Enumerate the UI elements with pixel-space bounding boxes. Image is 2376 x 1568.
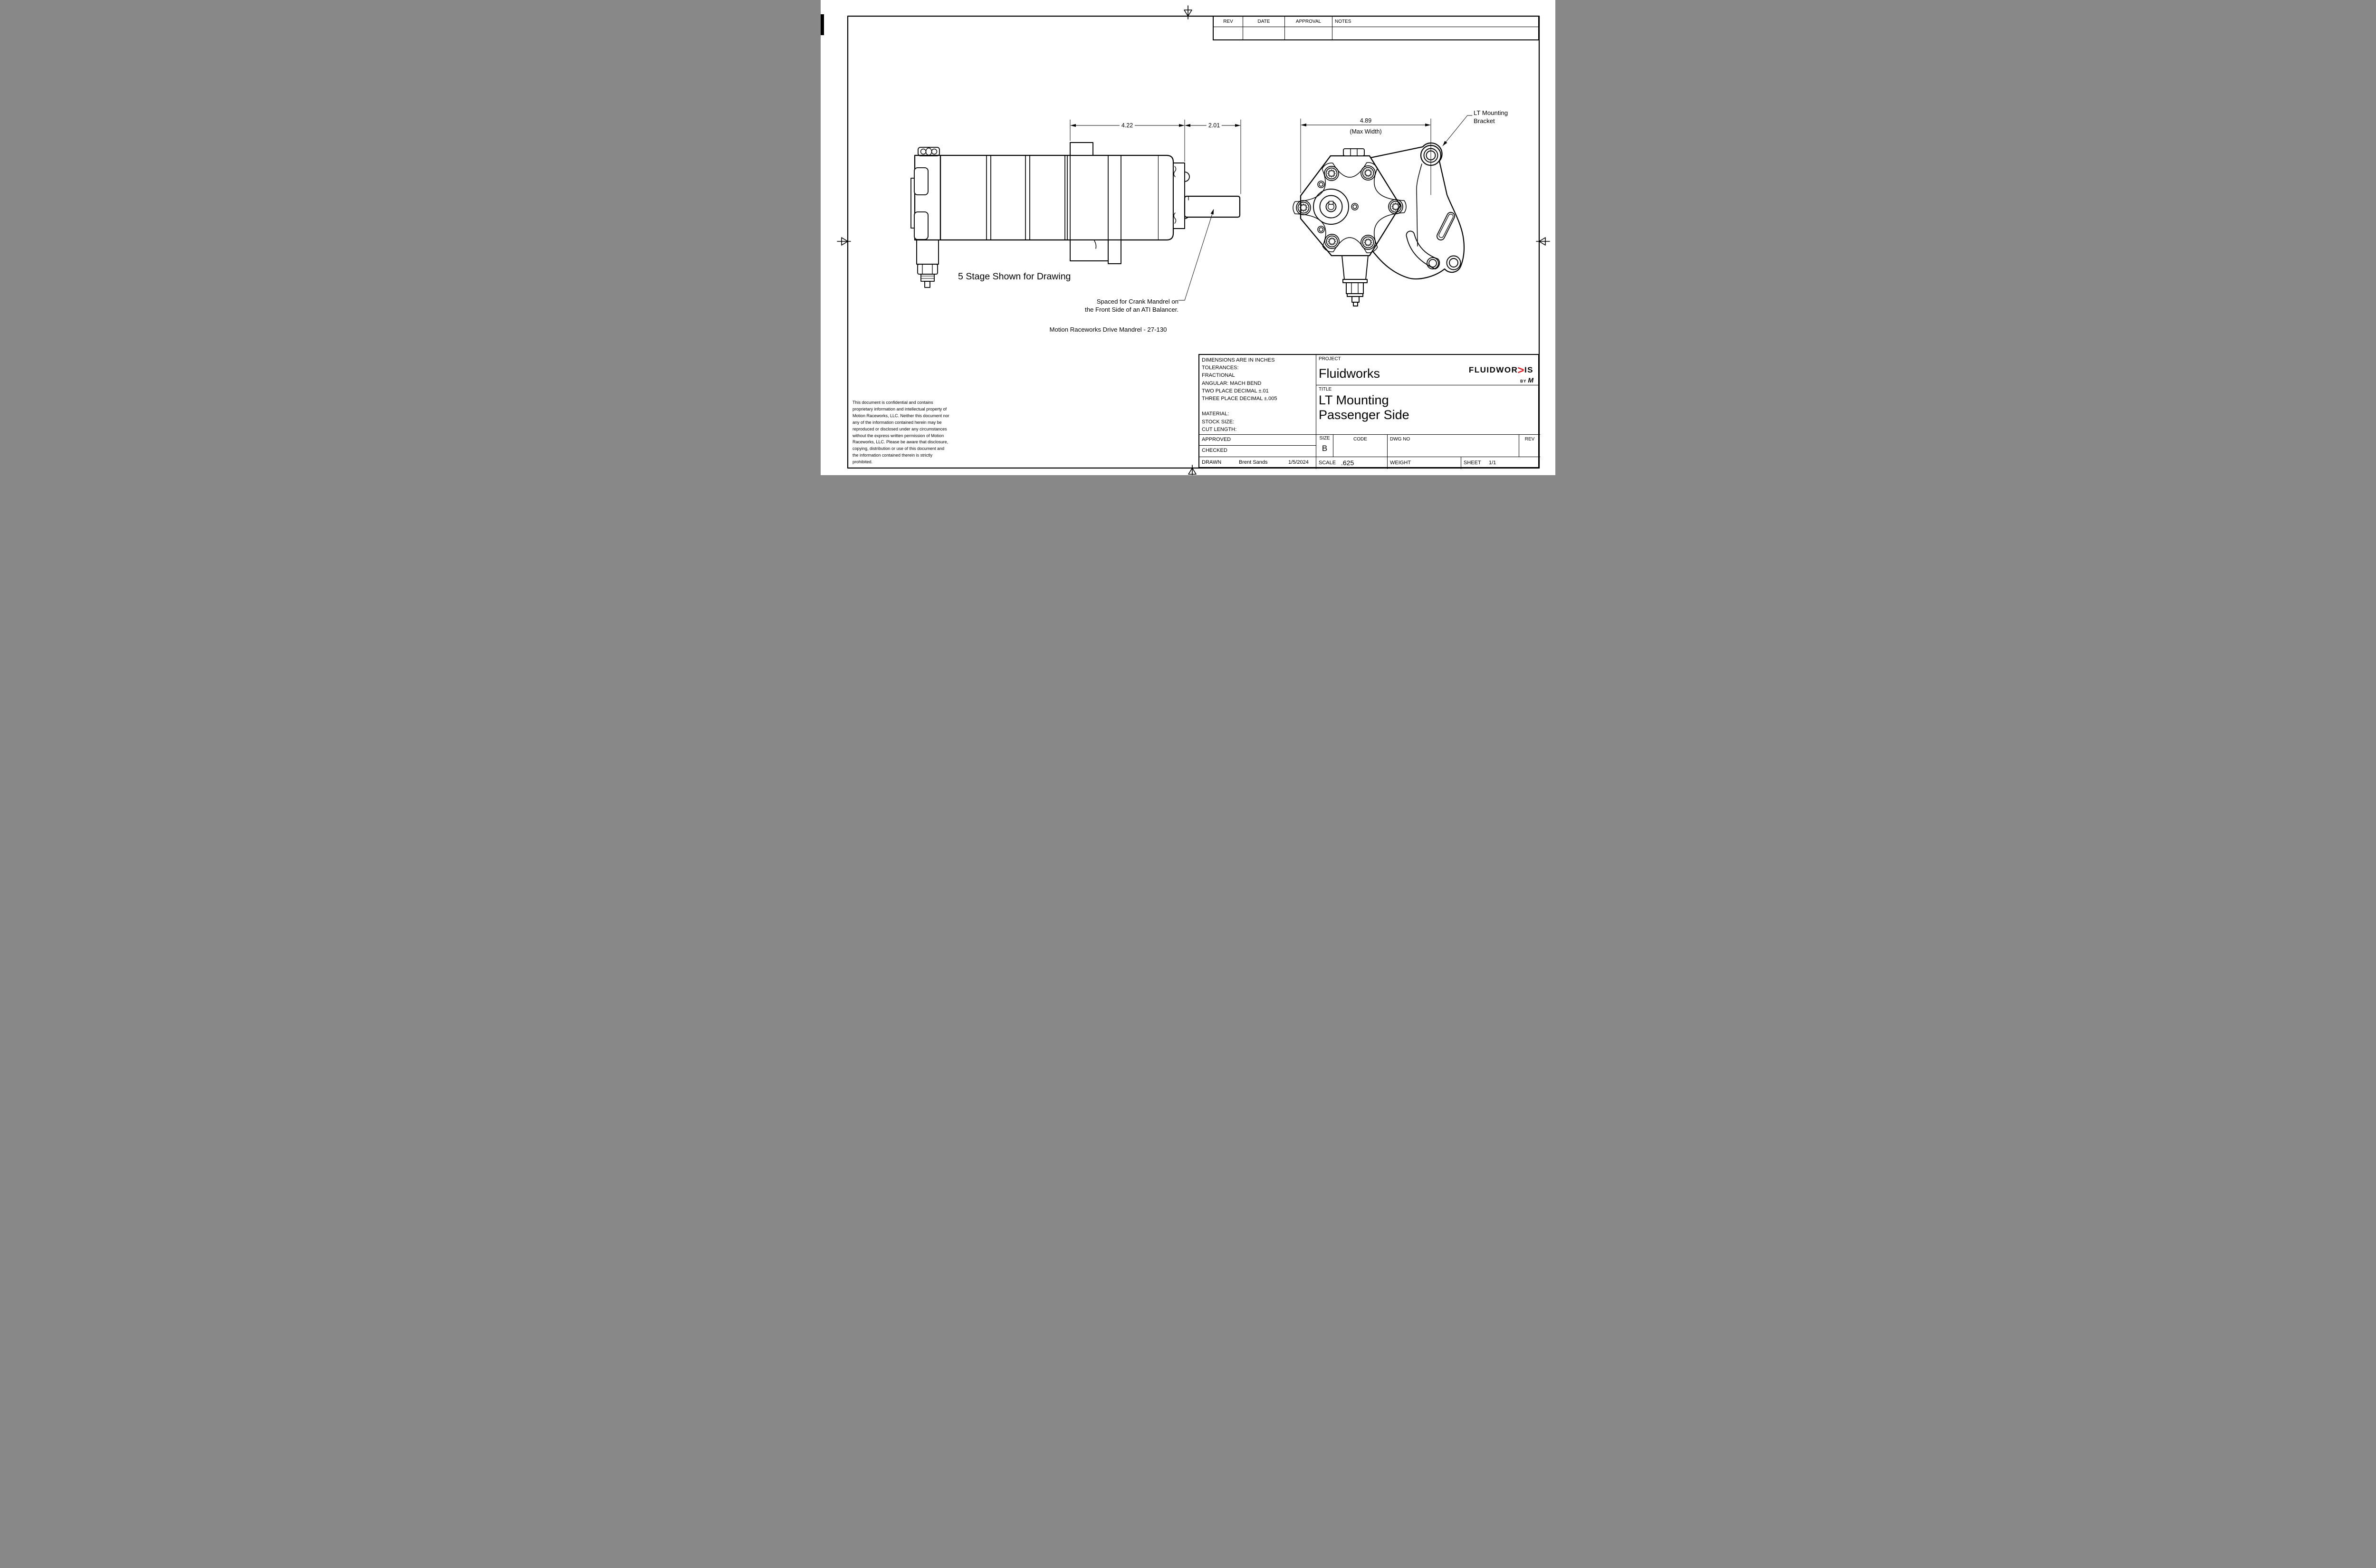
end-view-dimensions [1300,115,1473,195]
dwg-no-label: DWG NO [1390,437,1410,442]
size-value: B [1322,444,1328,453]
tolerances-box: DIMENSIONS ARE IN INCHES TOLERANCES: FRA… [1202,357,1277,432]
mandrel-leader-line [1178,209,1214,301]
rev-label: REV [1524,437,1535,442]
cad-line-art [821,5,1550,475]
scale-box: SCALE .625 [1316,457,1387,469]
shaft-bore [1313,189,1349,225]
scale-label: SCALE [1319,460,1336,466]
rev-box: REV [1519,434,1540,457]
logo-byline: BY M [1469,376,1533,384]
scale-value: .625 [1341,459,1354,467]
logo-by: BY [1520,379,1527,383]
stage-note: 5 Stage Shown for Drawing [958,271,1071,282]
checked-row: CHECKED [1199,445,1316,457]
bolt-torx-stars [1299,169,1400,247]
notes-col-header: NOTES [1335,19,1351,24]
dim-max-width-note: (Max Width) [1350,128,1382,135]
dimension-arrowheads [1070,124,1241,127]
side-view [910,142,1241,288]
title-block: DIMENSIONS ARE IN INCHES TOLERANCES: FRA… [1198,354,1540,469]
dim-4-89: 4.89 [1360,117,1372,124]
rev-col-header: REV [1214,16,1243,27]
drawn-row: DRAWN Brent Sands 1/5/2024 [1199,457,1316,469]
dim-4-22: 4.22 [1119,122,1135,129]
drawn-date: 1/5/2024 [1288,459,1309,465]
size-label: SIZE [1319,436,1330,441]
title-line1: LT Mounting [1319,393,1389,407]
project-label: PROJECT [1319,356,1341,362]
drawn-label: DRAWN [1202,459,1222,465]
code-label: CODE [1353,437,1367,442]
revision-table-header: REV DATE APPROVAL NOTES [1214,16,1538,27]
revision-table: REV DATE APPROVAL NOTES [1213,16,1539,40]
motion-m-icon: M [1528,376,1533,384]
project-box: PROJECT Fluidworks FLUIDWOR>IS BY M [1316,355,1539,385]
logo-wordmark: FLUIDWOR>IS [1468,363,1533,377]
bracket-leader-line [1442,115,1473,146]
date-cell [1243,27,1285,39]
revision-table-empty-row [1214,27,1538,39]
weight-box: WEIGHT [1387,457,1461,469]
dim-2-01: 2.01 [1206,122,1222,129]
rev-cell [1214,27,1243,39]
sheet-value: 1/1 [1489,460,1496,466]
edge-mark [821,14,824,35]
date-col-header: DATE [1243,16,1285,27]
sheet-label: SHEET [1464,460,1481,466]
size-box: SIZE B [1316,434,1333,457]
gasket-line [1293,162,1407,253]
logo-part2: IS [1524,365,1533,374]
stage-joint-lines [986,142,1121,240]
sheet-box: SHEET 1/1 [1461,457,1540,469]
approved-row: APPROVED [1199,434,1316,445]
project-name: Fluidworks [1319,366,1380,381]
logo-chevron-icon: > [1517,364,1525,377]
dowel-holes [1317,181,1359,233]
title-line2: Passenger Side [1319,408,1409,422]
page-border [847,15,1540,469]
bracket-callout: LT Mounting Bracket [1474,109,1508,124]
drawing-sheet: 4.22 2.01 4.89 (Max Width) LT Mounting B… [821,0,1555,475]
confidentiality-note: This document is confidential and contai… [853,400,949,465]
logo-part1: FLUIDWOR [1468,365,1518,374]
notes-cell [1332,27,1538,39]
end-view-bottom-fitting [1341,255,1369,306]
dwg-no-box: DWG NO [1387,434,1519,457]
mandrel-note: Spaced for Crank Mandrel on the Front Si… [1085,298,1178,313]
approval-col-header: APPROVAL [1285,16,1332,27]
end-view [1293,142,1465,306]
title-label: TITLE [1319,387,1332,392]
drawn-by: Brent Sands [1239,459,1268,465]
flange-bolts [1296,165,1403,250]
code-box: CODE [1333,434,1387,457]
drive-mandrel-note: Motion Raceworks Drive Mandrel - 27-130 [1049,326,1167,333]
fluidworks-logo: FLUIDWOR>IS BY M [1469,363,1533,384]
title-box: TITLE LT Mounting Passenger Side [1316,385,1539,434]
approval-cell [1285,27,1332,39]
weight-label: WEIGHT [1390,460,1411,466]
center-marks [837,5,1550,475]
